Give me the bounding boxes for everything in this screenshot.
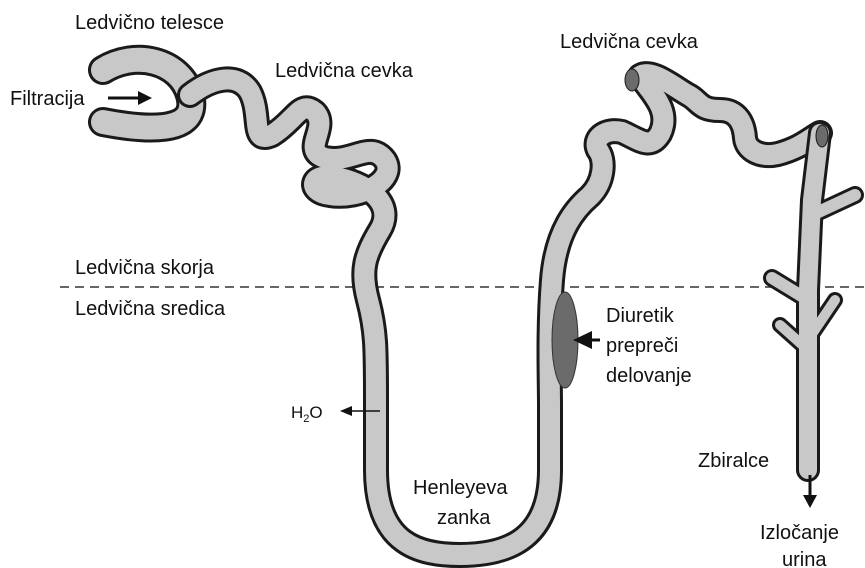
henle-loop-label-line2: zanka xyxy=(437,507,491,529)
renal-tubule-label-left: Ledvična cevka xyxy=(275,60,414,82)
collecting-duct xyxy=(772,133,855,470)
collecting-duct-label: Zbiralce xyxy=(698,450,769,472)
renal-tubule-label-right: Ledvična cevka xyxy=(560,31,699,53)
diuretic-label-line3: delovanje xyxy=(606,365,692,387)
diuretic-label-line1: Diuretik xyxy=(606,305,675,327)
henle-loop-label-line1: Henleyeva xyxy=(413,477,508,499)
renal-cortex-label: Ledvična skorja xyxy=(75,257,215,279)
filtration-label: Filtracija xyxy=(10,88,85,110)
renal-medulla-label: Ledvična sredica xyxy=(75,298,226,320)
diuretic-label-line2: prepreči xyxy=(606,335,678,357)
urine-excretion-label-line2: urina xyxy=(782,549,827,568)
filtration-arrow xyxy=(108,91,152,105)
macula-densa-spot-1 xyxy=(625,69,639,91)
macula-densa-spot-2 xyxy=(816,125,828,147)
urine-excretion-label-line1: Izločanje xyxy=(760,522,839,544)
water-label: H2O xyxy=(291,403,323,425)
renal-corpuscle-label: Ledvično telesce xyxy=(75,12,224,34)
